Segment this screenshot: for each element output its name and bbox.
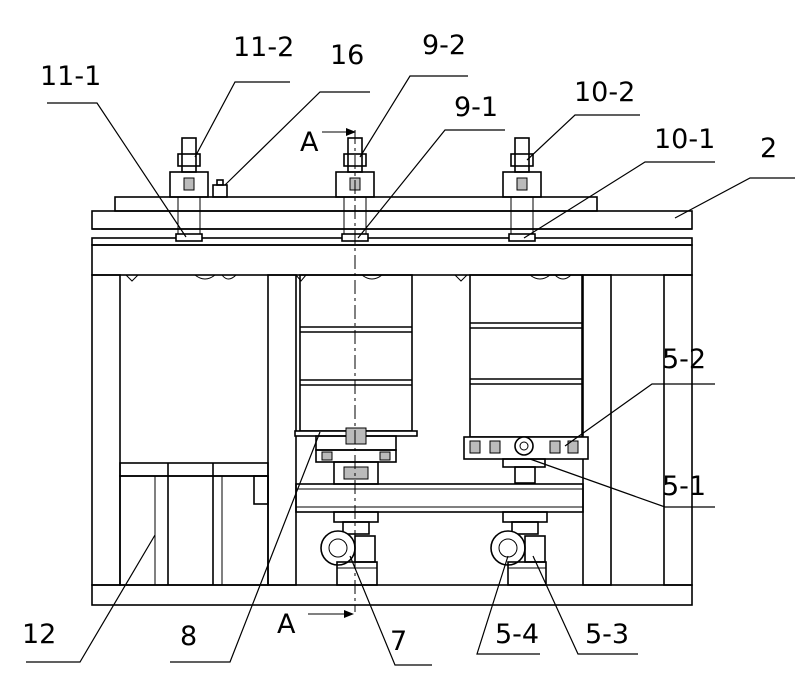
label-9-2: 9-2	[422, 30, 466, 61]
frame-posts	[91, 274, 693, 586]
section-arrow-bottom	[308, 610, 354, 618]
left-storage	[119, 462, 269, 586]
label-5-1: 5-1	[662, 471, 706, 502]
label-10-1: 10-1	[654, 124, 715, 155]
label-5-2: 5-2	[662, 344, 706, 375]
leader-lines	[26, 75, 795, 666]
upper-beam	[91, 237, 693, 276]
label-9-1: 9-1	[454, 92, 498, 123]
top-plate	[91, 196, 693, 230]
bottom-base	[91, 584, 693, 606]
section-arrow-top	[322, 128, 356, 136]
label-12: 12	[22, 619, 56, 650]
right-drum	[463, 274, 589, 484]
label-a-top: A	[300, 127, 319, 158]
label-7: 7	[390, 626, 407, 657]
small-part-16	[212, 179, 228, 198]
label-5-3: 5-3	[585, 619, 629, 650]
part-labels: 11-2 16 9-2 11-1 9-1 10-2 10-1 2 A 5-2 5…	[22, 30, 777, 657]
left-drum	[294, 274, 418, 485]
actuator-left	[169, 137, 209, 242]
actuator-right	[502, 137, 542, 242]
label-5-4: 5-4	[495, 619, 539, 650]
label-2: 2	[760, 133, 777, 164]
beam-brackets	[125, 274, 572, 282]
label-11-2: 11-2	[233, 32, 294, 63]
label-10-2: 10-2	[574, 77, 635, 108]
label-16: 16	[330, 40, 364, 71]
label-11-1: 11-1	[40, 61, 101, 92]
middle-beam	[295, 483, 584, 513]
label-a-bottom: A	[277, 609, 296, 640]
label-8: 8	[180, 621, 197, 652]
left-motor	[320, 511, 379, 586]
right-motor	[490, 511, 548, 586]
